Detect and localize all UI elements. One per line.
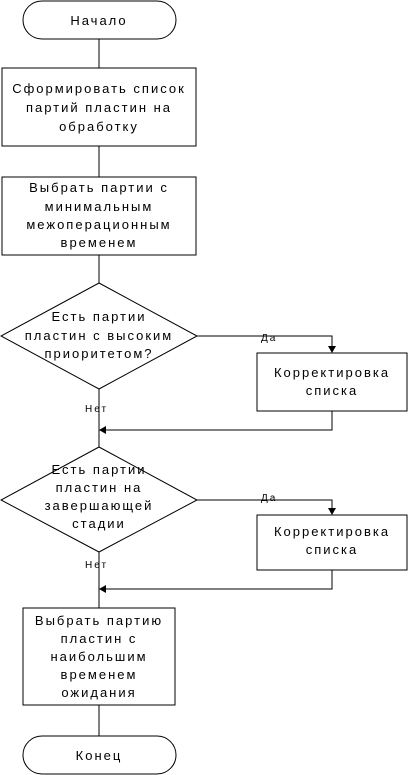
form-list-process <box>1 67 197 147</box>
correction-1-line-2: списка <box>306 383 359 398</box>
form-list-line-3: обработку <box>59 119 139 134</box>
connectors <box>98 39 336 736</box>
priority-decision-line-1: Есть партии <box>51 309 146 324</box>
select-longest-line-2: пластин с <box>61 631 138 646</box>
select-min-line-4: временем <box>61 235 138 250</box>
select-min-line-2: минимальным <box>45 199 154 214</box>
arrowhead-correction1-return <box>99 426 106 434</box>
select-min-line-3: межоперационным <box>26 217 171 232</box>
select-longest-line-1: Выбрать партию <box>35 613 163 628</box>
correction-1-line-1: Корректировка <box>274 365 390 380</box>
final-stage-decision-line-2: пластин на <box>56 480 143 495</box>
connector-decision1-yes <box>197 335 333 347</box>
form-list-line-1: Сформировать список <box>12 81 186 96</box>
priority-decision-line-3: приоритетом? <box>44 346 153 361</box>
form-list-line-2: партий пластин на <box>26 100 172 115</box>
correction-1-process <box>256 352 408 412</box>
end-label: Конец <box>76 748 123 763</box>
decision2-yes-label: Да <box>261 493 277 504</box>
select-longest-process <box>22 607 176 706</box>
correction-2-line-2: списка <box>306 542 359 557</box>
select-min-process <box>1 176 197 256</box>
priority-decision <box>0 282 199 390</box>
correction-2-line-1: Корректировка <box>274 524 390 539</box>
priority-decision-line-2: пластин с высоким <box>25 328 174 343</box>
select-longest-line-3: наибольшим <box>50 649 147 664</box>
decision1-yes-label: Да <box>261 333 277 344</box>
end-terminator <box>22 735 177 775</box>
connector-correction1-return <box>105 411 333 431</box>
final-stage-decision-line-3: завершающей <box>45 498 154 513</box>
start-label: Начало <box>70 13 127 28</box>
final-stage-decision-line-1: Есть партии <box>51 462 146 477</box>
connector-correction2-return <box>105 570 333 590</box>
decision1-no-label: Нет <box>85 404 108 415</box>
edge-labels: Да Нет Да Нет <box>85 333 277 571</box>
arrowhead-decision2-yes <box>328 508 336 515</box>
final-stage-decision <box>0 446 199 553</box>
select-longest-line-5: ожидания <box>61 685 136 700</box>
decision2-no-label: Нет <box>85 560 108 571</box>
start-terminator <box>22 0 177 40</box>
select-min-line-1: Выбрать партии с <box>29 180 169 195</box>
arrowhead-decision1-yes <box>328 346 336 353</box>
select-longest-line-4: временем <box>61 667 138 682</box>
arrowhead-correction2-return <box>99 585 106 593</box>
correction-2-process <box>256 514 408 571</box>
connector-decision2-yes <box>197 499 333 508</box>
labels: Начало Сформировать список партий пласти… <box>12 13 390 763</box>
final-stage-decision-line-4: стадии <box>72 516 126 531</box>
